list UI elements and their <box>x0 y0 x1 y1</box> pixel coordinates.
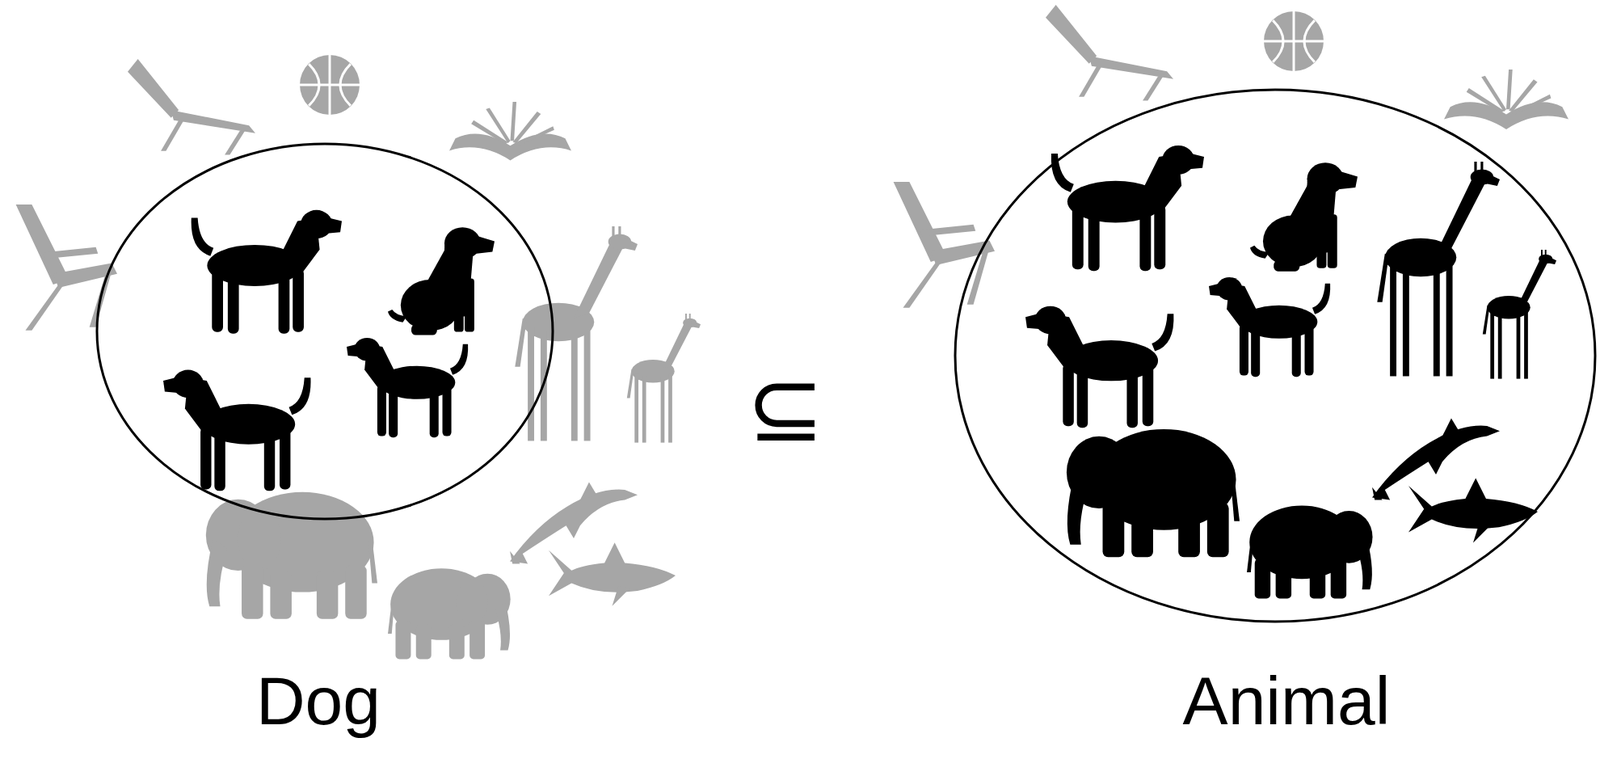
dog-silhouette <box>1051 145 1205 271</box>
set-outline <box>953 88 1597 624</box>
set-ellipse: Dog <box>95 142 555 521</box>
elephant-silhouette <box>387 568 511 659</box>
elephant-silhouette <box>206 492 378 619</box>
dog-silhouette <box>387 227 495 335</box>
lounge-chair <box>1045 4 1174 101</box>
dolphin-silhouette <box>1372 417 1500 500</box>
dog-silhouette <box>1208 277 1331 377</box>
lawn-chair <box>893 181 995 308</box>
set-ellipse-line <box>955 89 1596 622</box>
shark-silhouette <box>548 542 676 606</box>
dog-silhouette <box>163 370 312 492</box>
set-ellipse: Animal <box>953 88 1597 624</box>
elephant-silhouette <box>1066 429 1240 557</box>
label-holder: ⊆ <box>785 408 864 502</box>
basketball <box>299 54 360 115</box>
set-name: Dog <box>256 666 381 735</box>
open-book <box>1444 69 1569 130</box>
giraffe-silhouette <box>627 313 701 443</box>
open-book <box>449 101 572 160</box>
lounge-chair <box>127 58 256 156</box>
set-outline <box>95 142 555 521</box>
dog-silhouette <box>1025 306 1174 429</box>
giraffe-silhouette <box>1376 161 1500 376</box>
dog-silhouette <box>346 337 468 438</box>
lawn-chair <box>16 204 118 331</box>
set-name: Animal <box>1183 666 1391 735</box>
basketball <box>1263 11 1324 72</box>
elephant-silhouette <box>1246 505 1373 598</box>
set-ellipse-line <box>96 143 553 519</box>
giraffe-silhouette <box>1482 249 1557 379</box>
dog-silhouette <box>1250 162 1358 271</box>
dog-silhouette <box>191 210 342 334</box>
subset-symbol: ⊆ <box>746 362 825 455</box>
shark-silhouette <box>1408 477 1538 543</box>
